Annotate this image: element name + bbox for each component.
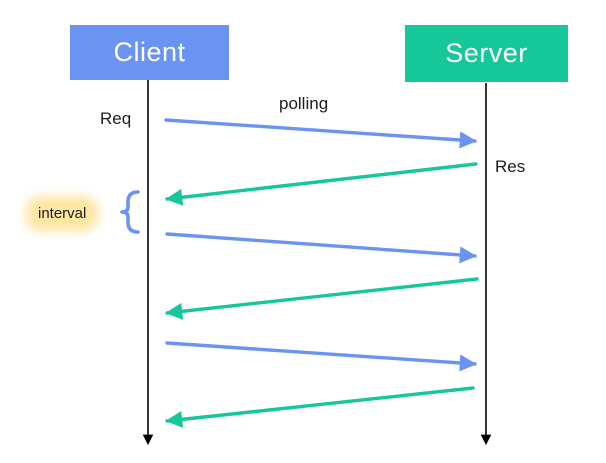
message-arrow-request-2 — [165, 232, 477, 264]
message-label-res: Res — [495, 157, 526, 176]
message-arrow-request-1 — [164, 118, 477, 149]
interval-brace — [120, 190, 140, 234]
message-arrow-response-3 — [165, 386, 475, 428]
actor-label-client: Client — [113, 37, 186, 67]
message-label-polling: polling — [279, 94, 329, 113]
interval-annotation-label: interval — [32, 202, 93, 226]
message-arrow-response-1 — [165, 162, 478, 206]
message-arrow-request-3 — [165, 341, 477, 372]
actor-box-server: Server — [405, 25, 568, 82]
message-label-req: Req — [100, 109, 132, 128]
actor-label-server: Server — [445, 38, 528, 68]
message-arrow-response-2 — [165, 277, 479, 320]
actor-box-client: Client — [70, 25, 229, 80]
